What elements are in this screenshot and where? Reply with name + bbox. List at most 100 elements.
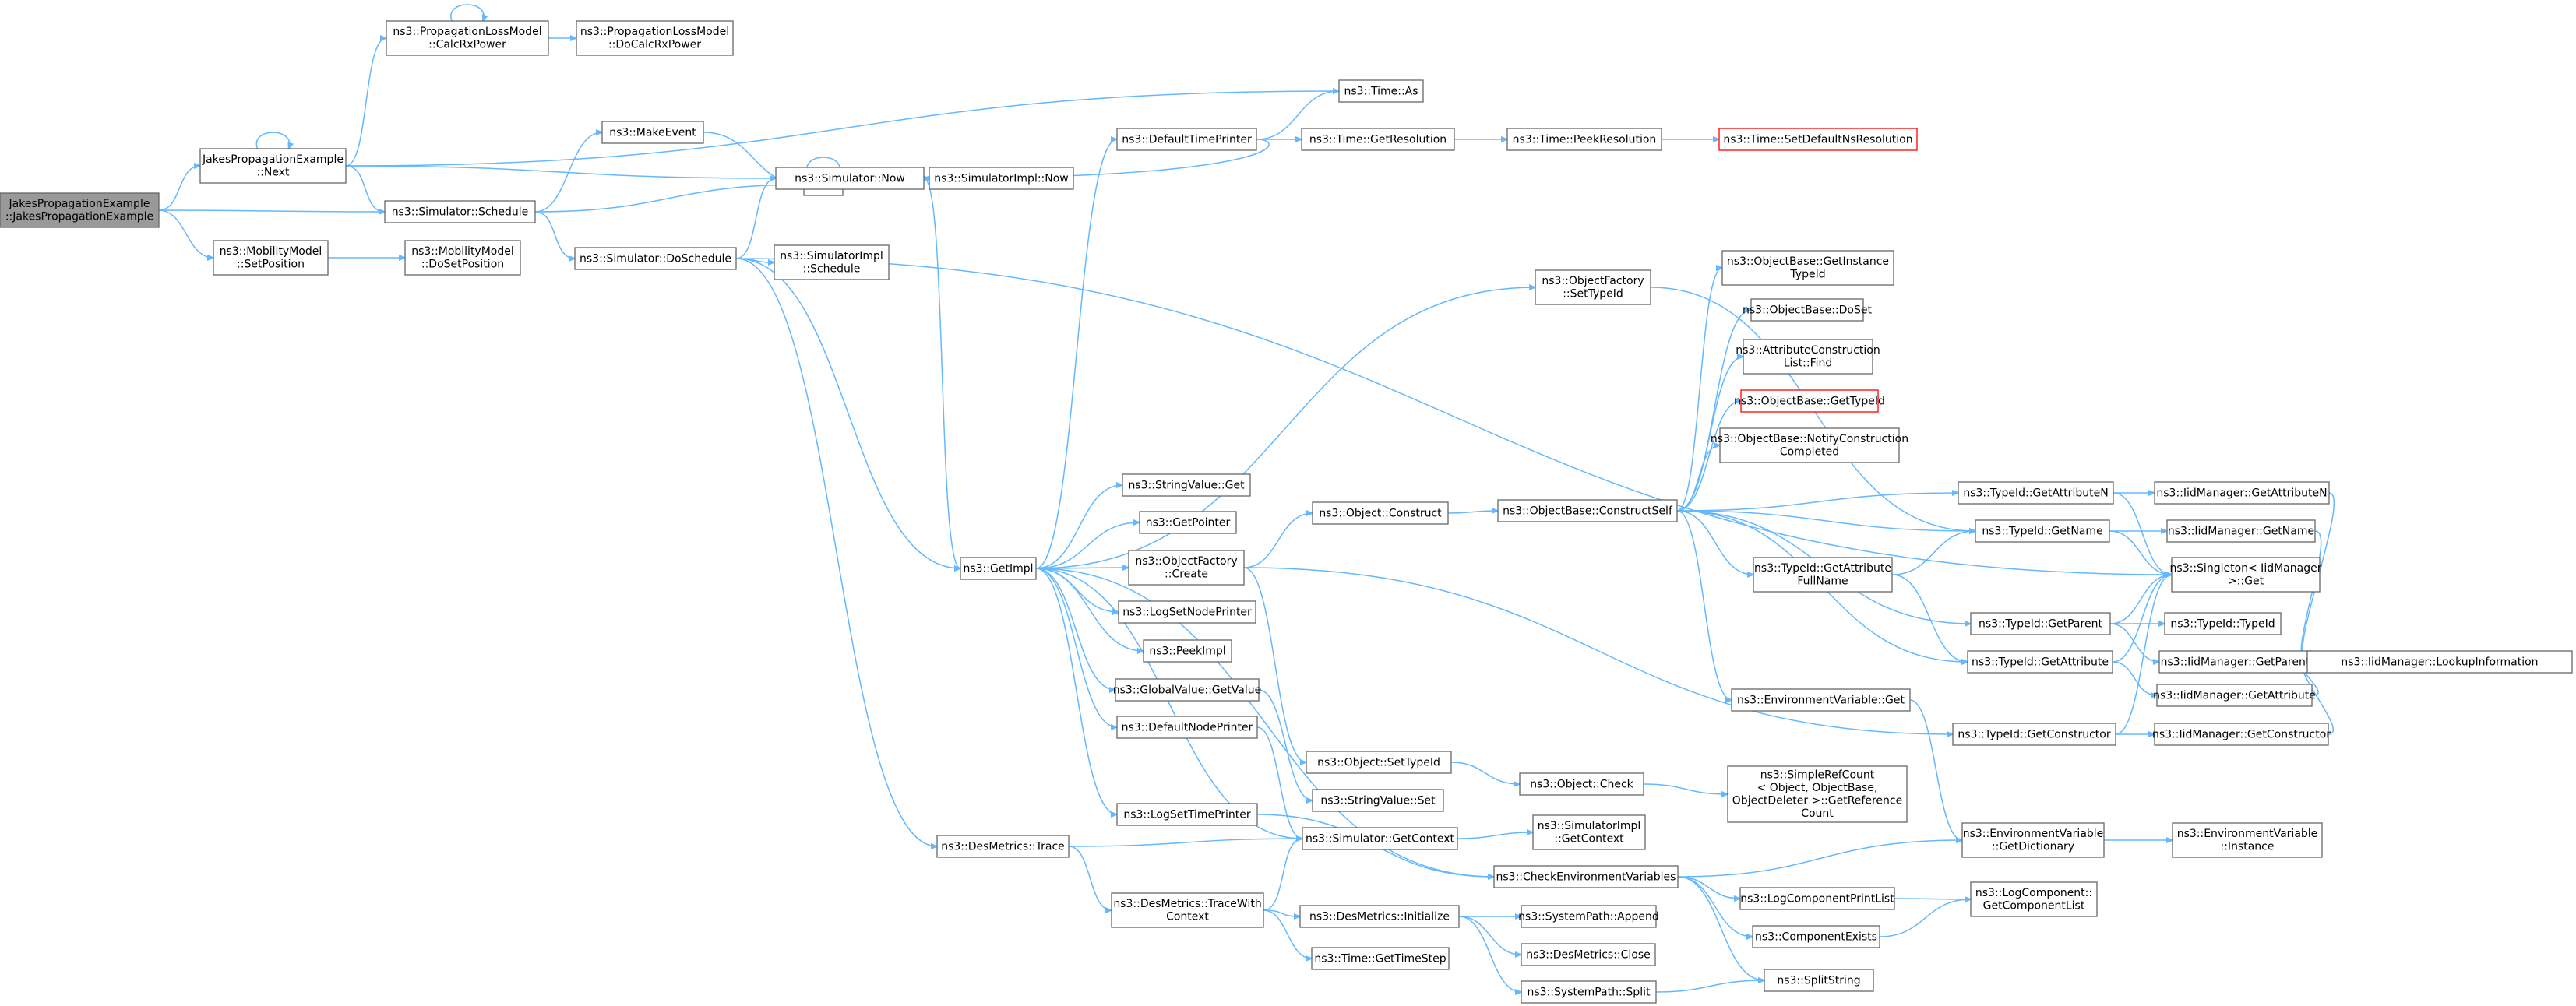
node-defaulttime[interactable]: ns3::DefaultTimePrinter xyxy=(1116,128,1257,151)
node-obdoset[interactable]: ns3::ObjectBase::DoSet xyxy=(1743,298,1872,322)
node-box xyxy=(1952,723,2116,746)
node-box xyxy=(1727,765,1908,823)
node-simsched[interactable]: ns3::Simulator::Schedule xyxy=(384,200,536,223)
node-setdefres[interactable]: ns3::Time::SetDefaultNsResolution xyxy=(1718,128,1918,151)
node-compexists[interactable]: ns3::ComponentExists xyxy=(1752,925,1880,948)
node-ofsettypeid[interactable]: ns3::ObjectFactory::SetTypeId xyxy=(1535,269,1651,305)
node-iidgetattr[interactable]: ns3::IidManager::GetAttribute xyxy=(2153,684,2316,707)
node-tidgetctor[interactable]: ns3::TypeId::GetConstructor xyxy=(1952,723,2116,746)
node-tidtypeid[interactable]: ns3::TypeId::TypeId xyxy=(2164,612,2282,635)
node-box xyxy=(1299,905,1460,928)
node-box xyxy=(576,20,734,56)
node-objconstruct[interactable]: ns3::Object::Construct xyxy=(1312,501,1449,525)
node-label: ns3::DefaultNodePrinter xyxy=(1122,721,1253,733)
node-timestep[interactable]: ns3::Time::GetTimeStep xyxy=(1311,947,1450,970)
node-simnow[interactable]: ns3::Simulator::Now xyxy=(775,167,925,190)
node-implsched[interactable]: ns3::SimulatorImpl::Schedule xyxy=(774,244,890,280)
edge-ofcreate-to-objsettypeid xyxy=(1243,567,1308,765)
node-timeas[interactable]: ns3::Time::As xyxy=(1338,79,1424,103)
node-label: ns3::SystemPath::Append xyxy=(1518,910,1659,923)
node-implgetctx[interactable]: ns3::SimulatorImpl::GetContext xyxy=(1532,814,1646,850)
node-box xyxy=(1743,339,1873,375)
node-tidgetattr[interactable]: ns3::TypeId::GetAttribute xyxy=(1967,650,2113,674)
node-logcompget[interactable]: ns3::LogComponent::GetComponentList xyxy=(1970,881,2098,917)
node-iidgetname[interactable]: ns3::IidManager::GetName xyxy=(2166,519,2316,543)
node-destrace[interactable]: ns3::DesMetrics::Trace xyxy=(936,835,1070,858)
edge-getimpl-to-logsettime xyxy=(1035,568,1119,818)
node-docalcrx[interactable]: ns3::PropagationLossModel::DoCalcRxPower xyxy=(576,20,734,56)
node-stringget[interactable]: ns3::StringValue::Get xyxy=(1122,473,1251,497)
node-box xyxy=(404,240,521,276)
node-getpointer[interactable]: ns3::GetPointer xyxy=(1139,511,1237,534)
node-ofcreate[interactable]: ns3::ObjectFactory::Create xyxy=(1128,550,1245,586)
node-box xyxy=(2172,822,2323,858)
node-splitstring[interactable]: ns3::SplitString xyxy=(1764,969,1874,992)
node-makeevent[interactable]: ns3::MakeEvent xyxy=(601,121,704,144)
node-envdict[interactable]: ns3::EnvironmentVariable::GetDictionary xyxy=(1961,822,2105,858)
edge-dosched-to-getimpl xyxy=(735,258,962,572)
node-objsettypeid[interactable]: ns3::Object::SetTypeId xyxy=(1306,751,1452,774)
node-tidgetattrn[interactable]: ns3::TypeId::GetAttributeN xyxy=(1958,481,2114,505)
node-spappend[interactable]: ns3::SystemPath::Append xyxy=(1518,905,1659,928)
node-defaultnode[interactable]: ns3::DefaultNodePrinter xyxy=(1116,716,1258,739)
node-root[interactable]: JakesPropagationExample::JakesPropagatio… xyxy=(0,192,160,228)
node-iidgetattrn[interactable]: ns3::IidManager::GetAttributeN xyxy=(2154,481,2330,505)
node-peekres[interactable]: ns3::Time::PeekResolution xyxy=(1506,128,1662,151)
node-getres[interactable]: ns3::Time::GetResolution xyxy=(1301,128,1455,151)
node-objcheck[interactable]: ns3::Object::Check xyxy=(1519,772,1644,796)
node-spsplit[interactable]: ns3::SystemPath::Split xyxy=(1521,980,1657,1004)
edge-checkenv-to-envdict xyxy=(1677,837,1964,878)
node-envinst[interactable]: ns3::EnvironmentVariable::Instance xyxy=(2172,822,2323,858)
node-next[interactable]: JakesPropagationExample::Next xyxy=(199,148,347,184)
node-checkenv[interactable]: ns3::CheckEnvironmentVariables xyxy=(1493,865,1679,888)
node-gvgetvalue[interactable]: ns3::GlobalValue::GetValue xyxy=(1113,678,1261,702)
node-obconstructself[interactable]: ns3::ObjectBase::ConstructSelf xyxy=(1497,499,1678,522)
node-tidgetparent[interactable]: ns3::TypeId::GetParent xyxy=(1970,612,2111,635)
node-iidgetctor[interactable]: ns3::IidManager::GetConstructor xyxy=(2152,723,2331,746)
edge-tidgetattrfull-to-tidgetattr xyxy=(1891,574,1969,665)
node-mobdosetpos[interactable]: ns3::MobilityModel::DoSetPosition xyxy=(404,240,521,276)
node-label: ns3::SimpleRefCount xyxy=(1760,769,1875,782)
node-mobsetpos[interactable]: ns3::MobilityModel::SetPosition xyxy=(213,240,329,276)
node-getimpl[interactable]: ns3::GetImpl xyxy=(960,557,1037,580)
node-obgettypeid[interactable]: ns3::ObjectBase::GetTypeId xyxy=(1734,389,1885,413)
node-srcget[interactable]: ns3::SimpleRefCount< Object, ObjectBase,… xyxy=(1727,765,1908,823)
node-logsetnode[interactable]: ns3::LogSetNodePrinter xyxy=(1118,600,1256,624)
node-desclose[interactable]: ns3::DesMetrics::Close xyxy=(1521,943,1656,966)
node-envget[interactable]: ns3::EnvironmentVariable::Get xyxy=(1731,688,1911,712)
node-dosched[interactable]: ns3::Simulator::DoSchedule xyxy=(574,247,737,270)
edge-getimpl-to-defaultnode xyxy=(1035,568,1119,730)
node-label: ns3::AttributeConstruction xyxy=(1736,344,1880,357)
node-logsettime[interactable]: ns3::LogSetTimePrinter xyxy=(1116,803,1258,826)
node-box xyxy=(1506,128,1662,151)
edge-next-to-calcrx xyxy=(345,35,388,167)
node-desinit[interactable]: ns3::DesMetrics::Initialize xyxy=(1299,905,1460,928)
node-label: ns3::PropagationLossModel xyxy=(393,26,541,38)
node-box xyxy=(775,167,925,190)
node-iidgetparent[interactable]: ns3::IidManager::GetParent xyxy=(2158,650,2312,674)
node-logcomplist[interactable]: ns3::LogComponentPrintList xyxy=(1739,887,1895,910)
node-stringset[interactable]: ns3::StringValue::Set xyxy=(1312,789,1444,812)
node-simimplnow[interactable]: ns3::SimulatorImpl::Now xyxy=(929,167,1074,190)
node-tidgetname[interactable]: ns3::TypeId::GetName xyxy=(1975,519,2110,543)
node-box xyxy=(2154,481,2330,505)
edge-dosched-to-destrace xyxy=(735,258,939,849)
node-label: ns3::TypeId::GetAttribute xyxy=(1972,656,2109,668)
node-label: ns3::LogComponent:: xyxy=(1975,887,2092,899)
node-box xyxy=(1958,481,2114,505)
node-label: ns3::IidManager::GetAttribute xyxy=(2153,689,2316,702)
node-peekimpl[interactable]: ns3::PeekImpl xyxy=(1143,639,1232,663)
node-box xyxy=(1740,389,1879,413)
node-simgetctx[interactable]: ns3::Simulator::GetContext xyxy=(1302,827,1458,850)
node-obnotify[interactable]: ns3::ObjectBase::NotifyConstructionCompl… xyxy=(1711,427,1908,463)
node-label: ns3::Simulator::DoSchedule xyxy=(580,252,731,265)
node-singleton[interactable]: ns3::Singleton< IidManager>::Get xyxy=(2170,557,2322,593)
edge-tidgetname-to-singleton xyxy=(2109,530,2173,578)
node-calcrx[interactable]: ns3::PropagationLossModel::CalcRxPower xyxy=(386,20,549,56)
node-iidlookup[interactable]: ns3::IidManager::LookupInformation xyxy=(2306,650,2573,674)
node-box xyxy=(936,835,1070,858)
